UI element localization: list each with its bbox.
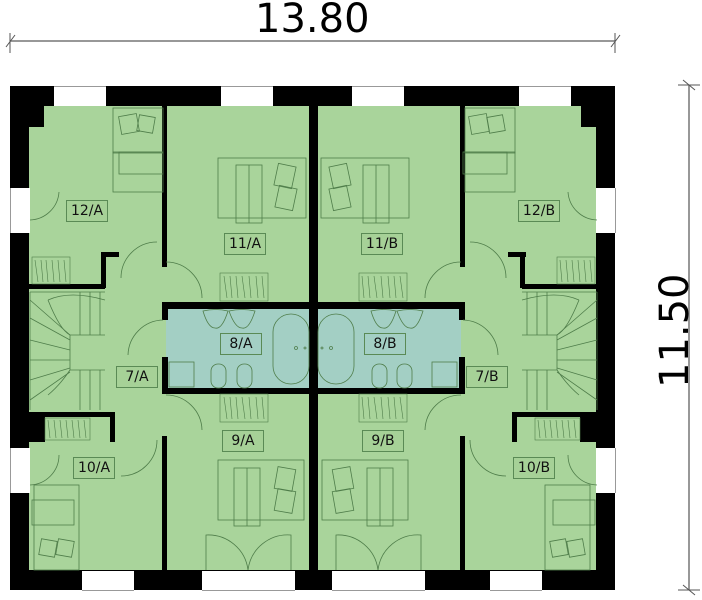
wall-10a-top	[28, 412, 114, 417]
window-bottom-4	[490, 571, 542, 591]
window-top-2	[221, 86, 273, 106]
window-top-1	[54, 86, 106, 106]
window-top-3	[352, 86, 404, 106]
room-label-8a: 8/A	[220, 333, 262, 355]
wall-10b-block	[580, 412, 597, 442]
width-dimension-label: 13.80	[255, 0, 370, 42]
wall-corner-tr	[581, 105, 597, 127]
room-label-10a: 10/A	[73, 457, 115, 479]
wall-bath-left-upper	[162, 302, 168, 320]
room-label-9a: 9/A	[222, 430, 264, 452]
wall-10a-block	[28, 412, 45, 442]
window-right-1	[596, 188, 616, 233]
wall-party-center	[309, 105, 318, 571]
wall-10a-step	[110, 412, 115, 442]
wall-bottom	[10, 570, 615, 590]
wall-corner-tl	[28, 105, 44, 127]
wall-top	[10, 86, 615, 106]
window-bottom-1	[82, 571, 134, 591]
room-label-7b: 7/B	[466, 366, 508, 388]
room-label-9b: 9/B	[362, 430, 404, 452]
wall-12a-step	[101, 252, 106, 288]
room-label-11a: 11/A	[224, 233, 266, 255]
wall-bath-right-lower	[459, 357, 465, 394]
window-left-2	[10, 448, 30, 493]
wall-bath-right-upper	[459, 302, 465, 320]
room-label-11b: 11/B	[361, 233, 403, 255]
room-label-12b: 12/B	[518, 200, 560, 222]
window-top-4	[519, 86, 571, 106]
wall-10b-step	[512, 412, 517, 442]
wall-bath-left-lower	[162, 357, 168, 394]
window-bottom-2	[202, 571, 295, 591]
wall-bath-bottom	[166, 388, 461, 394]
wall-9a-left	[162, 436, 167, 571]
wall-11a-left	[162, 105, 167, 267]
room-label-12a: 12/A	[66, 200, 108, 222]
wall-10b-top	[512, 412, 598, 417]
wall-12b-bottom	[522, 284, 599, 289]
window-right-2	[596, 448, 616, 493]
wall-12b-step	[520, 252, 525, 288]
window-bottom-3	[332, 571, 425, 591]
wall-11b-right	[460, 105, 465, 267]
wall-bath-top	[166, 302, 461, 309]
window-left-1	[10, 188, 30, 233]
room-label-8b: 8/B	[364, 333, 406, 355]
wall-9b-right	[460, 436, 465, 571]
room-label-7a: 7/A	[116, 366, 158, 388]
room-label-10b: 10/B	[513, 457, 555, 479]
wall-12a-stub	[101, 252, 119, 257]
wall-12b-stub	[508, 252, 526, 257]
wall-12a-bottom	[28, 284, 105, 289]
